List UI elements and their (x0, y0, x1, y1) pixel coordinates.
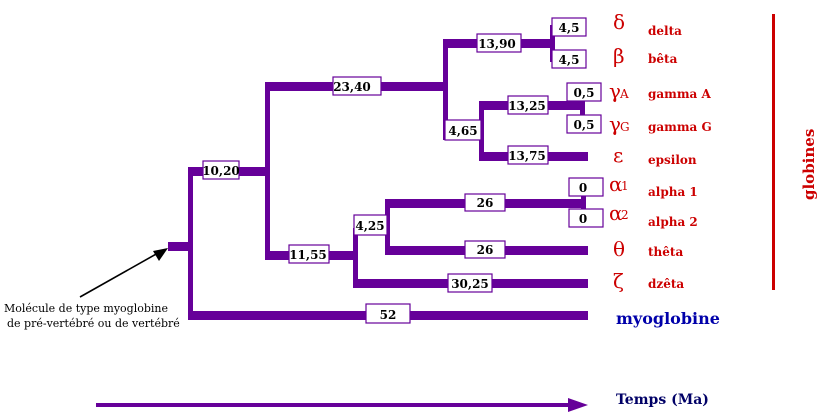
branch-node-23-40-vertical (443, 40, 448, 140)
label-box-52: 52 (365, 303, 411, 324)
subscript-gamma-a: A (619, 87, 629, 101)
branch-label-boxes: 10,20 23,40 13,90 4,65 13,25 13,75 11,55 (202, 17, 604, 324)
symbol-delta: δ (613, 10, 625, 34)
label-13-25: 13,25 (508, 99, 546, 113)
label-box-26-theta: 26 (464, 240, 506, 259)
label-box-10-20: 10,20 (202, 160, 240, 180)
label-23-40: 23,40 (333, 80, 371, 94)
name-gamma-a: gamma A (648, 87, 712, 101)
label-13-75: 13,75 (508, 149, 546, 163)
label-30-25: 30,25 (451, 277, 489, 291)
leaf-alpha-1: α 1 alpha 1 (609, 172, 698, 199)
label-box-4-25: 4,25 (353, 214, 388, 236)
symbol-theta: θ (613, 237, 625, 261)
branch-node-11-55-vertical (353, 229, 358, 287)
globines-bracket-line (772, 14, 775, 290)
name-delta: delta (648, 24, 682, 38)
leaf-zeta: ζ dzêta (613, 269, 684, 293)
leaf-gamma-a: γ A gamma A (609, 79, 712, 103)
myoglobine-label: myoglobine (616, 309, 720, 328)
name-zeta: dzêta (648, 277, 684, 291)
label-gamma-g: 0,5 (574, 118, 595, 132)
label-box-beta: 4,5 (551, 49, 587, 69)
label-11-55: 11,55 (289, 248, 327, 262)
label-box-13-90: 13,90 (476, 33, 522, 53)
leaf-theta: θ thêta (613, 237, 683, 261)
label-52: 52 (380, 308, 397, 322)
label-beta: 4,5 (559, 53, 580, 67)
symbol-alpha-2: α (609, 201, 623, 225)
branch-root-stub (168, 242, 190, 251)
symbol-epsilon: ε (613, 143, 623, 167)
symbol-zeta: ζ (613, 269, 624, 293)
label-26-theta: 26 (477, 243, 494, 257)
label-4-65: 4,65 (448, 124, 477, 138)
leaf-labels: δ delta β bêta γ A gamma A γ G gamma G ε… (609, 10, 720, 328)
label-box-delta: 4,5 (551, 17, 587, 37)
label-alpha-2: 0 (579, 212, 587, 226)
time-axis-arrow (96, 398, 588, 412)
label-box-alpha-2: 0 (568, 208, 604, 228)
label-box-30-25: 30,25 (447, 273, 493, 293)
label-box-4-65: 4,65 (444, 119, 482, 141)
name-theta: thêta (648, 245, 683, 259)
label-delta: 4,5 (559, 21, 580, 35)
leaf-gamma-g: γ G gamma G (609, 112, 712, 136)
label-13-90: 13,90 (478, 37, 516, 51)
leaf-beta: β bêta (613, 44, 678, 68)
annotation-line-2: de pré-vertébré ou de vertébré (7, 317, 180, 330)
label-box-11-55: 11,55 (288, 244, 330, 264)
time-axis-label: Temps (Ma) (616, 392, 709, 408)
subscript-alpha-1: 1 (621, 179, 629, 193)
label-box-13-25: 13,25 (507, 95, 549, 115)
branch-node-13-25-vertical (580, 94, 585, 127)
label-26-alpha: 26 (477, 196, 494, 210)
symbol-gamma-g: γ (609, 112, 621, 136)
label-10-20: 10,20 (202, 164, 240, 178)
symbol-gamma-a: γ (609, 79, 621, 103)
label-4-25: 4,25 (355, 219, 384, 233)
globines-label: globines (800, 129, 818, 200)
subscript-alpha-2: 2 (621, 208, 629, 222)
label-box-13-75: 13,75 (507, 145, 549, 165)
name-epsilon: epsilon (648, 153, 697, 167)
label-box-alpha-1: 0 (568, 177, 604, 197)
label-alpha-1: 0 (579, 181, 587, 195)
symbol-alpha-1: α (609, 172, 623, 196)
leaf-delta: δ delta (613, 10, 682, 38)
name-alpha-2: alpha 2 (648, 215, 698, 229)
label-gamma-a: 0,5 (574, 86, 595, 100)
branch-node-13-90-vertical (550, 25, 555, 61)
branch-node-10-20-vertical (265, 83, 270, 259)
leaf-epsilon: ε epsilon (613, 143, 697, 167)
subscript-gamma-g: G (620, 120, 630, 134)
annotation-line-1: Molécule de type myoglobine (4, 302, 168, 315)
name-beta: bêta (648, 52, 678, 66)
label-box-26-alpha: 26 (464, 193, 506, 212)
myoglobine-origin-arrow (79, 248, 168, 298)
branch-root-vertical (188, 168, 193, 320)
leaf-alpha-2: α 2 alpha 2 (609, 201, 698, 229)
label-box-gamma-g: 0,5 (566, 114, 602, 134)
branch-node-alpha-vertical (581, 190, 586, 220)
label-box-gamma-a: 0,5 (566, 82, 602, 102)
symbol-beta: β (613, 44, 625, 68)
name-gamma-g: gamma G (648, 120, 712, 134)
name-alpha-1: alpha 1 (648, 185, 698, 199)
label-box-23-40: 23,40 (332, 76, 382, 96)
